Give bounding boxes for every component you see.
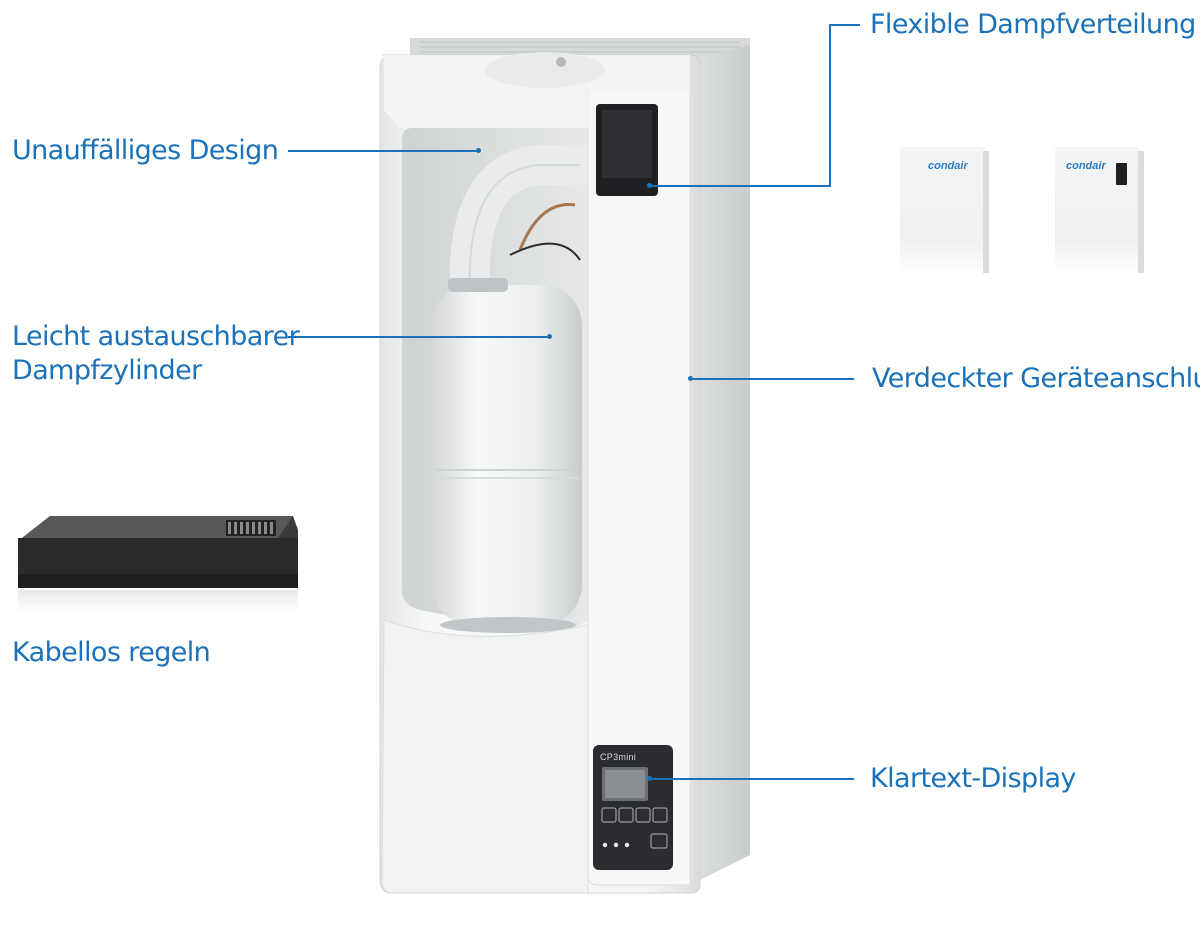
leader-dot-connection [688, 376, 693, 381]
leader-dot-design [476, 148, 481, 153]
brand-logo-left: condair [928, 160, 968, 172]
leader-line-flexible-v [829, 24, 831, 186]
leader-line-design [288, 150, 478, 152]
leader-line-flexible-h2 [650, 185, 831, 187]
leader-dot-flexible [647, 183, 652, 188]
callout-wireless: Kabellos regeln [12, 637, 211, 668]
leader-line-connection [692, 378, 854, 380]
callout-design: Unauffälliges Design [12, 135, 279, 166]
callout-display: Klartext-Display [870, 763, 1076, 794]
callout-connection: Verdeckter Geräteanschluss [872, 363, 1200, 394]
leader-line-cylinder [288, 336, 550, 338]
unit-front-view-image [900, 147, 989, 277]
humidifier-unit-image [379, 38, 750, 894]
leader-dot-cylinder [547, 334, 552, 339]
wireless-controller-image [18, 516, 298, 612]
leader-line-flexible-h [830, 24, 860, 26]
leader-dot-display [647, 776, 652, 781]
callout-cylinder-line2: Dampfzylinder [12, 355, 202, 386]
callout-cylinder-line1: Leicht austauschbarer [12, 321, 300, 352]
model-label: CP3mini [600, 752, 637, 762]
unit-front-view-display-image [1055, 147, 1144, 277]
brand-logo-right: condair [1066, 160, 1106, 172]
callout-flexible-steam: Flexible Dampfverteilung [870, 9, 1196, 40]
leader-line-display [650, 778, 854, 780]
